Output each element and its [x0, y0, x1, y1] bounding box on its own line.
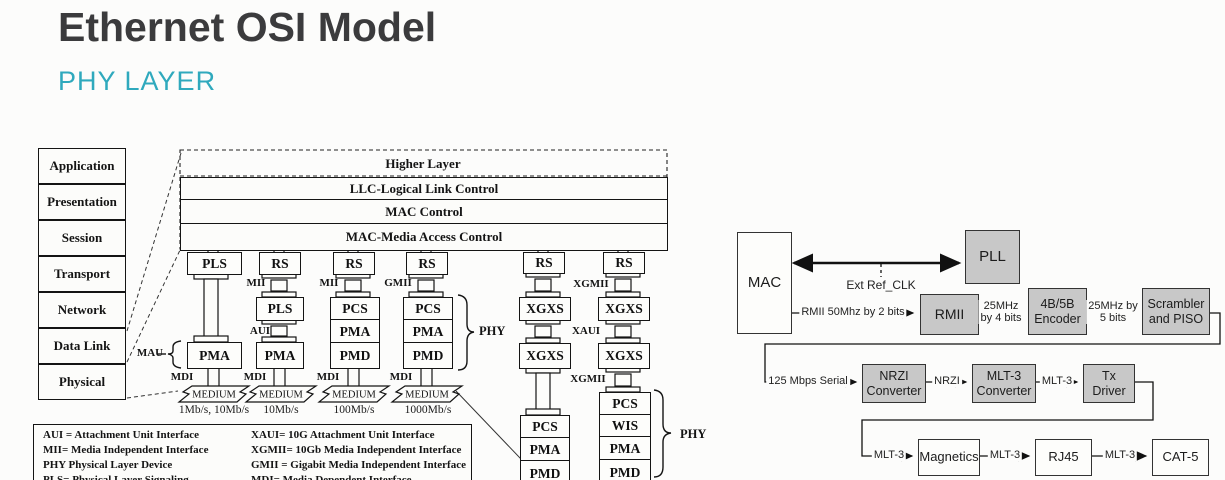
legend-right-4: MDI= Media Dependent Interface — [251, 474, 412, 480]
legend-right-3: GMII = Gigabit Media Independent Interfa… — [251, 459, 466, 471]
block-pcs-col3: PCS — [330, 297, 380, 321]
legend-box: AUI = Attachment Unit Interface MII= Med… — [33, 424, 472, 480]
osi-layer-physical: Physical — [38, 364, 126, 400]
label-mdi-col3: MDI — [316, 371, 340, 383]
block-pmd-col3: PMD — [330, 342, 380, 369]
medium-label-col2: MEDIUM — [259, 389, 303, 401]
flow-box-rmii: RMII — [920, 294, 979, 335]
block-pmd-col4: PMD — [403, 342, 453, 369]
legend-left-3: PHY Physical Layer Device — [43, 459, 173, 471]
label-phy-col6: PHY — [680, 427, 707, 441]
label-125mbps-serial: 125 Mbps Serial — [766, 375, 850, 388]
label-25mhz-4bits: 25MHz by 4 bits — [978, 300, 1024, 325]
band-higher-layer: Higher Layer — [385, 156, 461, 171]
band-mac-media: MAC-Media Access Control — [180, 223, 668, 251]
label-mii-col3: MII — [319, 277, 339, 289]
page-subtitle: PHY LAYER — [58, 66, 217, 96]
block-pma-col1: PMA — [187, 342, 242, 369]
speed-col2: 10Mb/s — [263, 404, 299, 416]
block-pcs-col5: PCS — [520, 415, 570, 439]
label-ext-ref-clk: Ext Ref_CLK — [846, 278, 916, 292]
block-wis-col6: WIS — [599, 414, 651, 438]
flow-box-mac: MAC — [737, 232, 792, 334]
legend-right-1: XAUI= 10G Attachment Unit Interface — [251, 429, 435, 441]
block-pma-col6: PMA — [599, 436, 651, 461]
block-pma-col4: PMA — [403, 319, 453, 344]
flow-box-rj45: RJ45 — [1035, 439, 1092, 476]
block-pma-col3: PMA — [330, 319, 380, 344]
medium-label-col1: MEDIUM — [192, 389, 236, 401]
osi-layer-network: Network — [38, 292, 126, 328]
legend-left-2: MII= Media Independent Interface — [43, 444, 209, 456]
flow-box-cat5: CAT-5 — [1152, 439, 1209, 476]
label-mdi-col2: MDI — [243, 371, 267, 383]
speed-col1: 1Mb/s, 10Mb/s — [178, 404, 250, 416]
block-pmd-col5: PMD — [520, 460, 570, 480]
flow-box-scrambler-piso: Scrambler and PISO — [1142, 288, 1210, 335]
block-rs-col6: RS — [603, 252, 645, 274]
label-gmii-col4: GMII — [384, 277, 412, 289]
legend-left-4: PLS= Physical Layer Signaling — [43, 474, 189, 480]
flow-box-magnetics: Magnetics — [918, 439, 980, 476]
flow-box-4b5b-encoder: 4B/5B Encoder — [1028, 288, 1087, 335]
flow-box-pll: PLL — [965, 230, 1020, 284]
label-rmii-50mhz: RMII 50Mhz by 2 bits — [799, 306, 907, 319]
block-xgxs2-col5: XGXS — [519, 343, 571, 369]
label-aui-col2: AUI — [249, 325, 271, 337]
label-mdi-col1: MDI — [170, 371, 194, 383]
label-mlt3-2: MLT-3 — [871, 449, 907, 462]
label-xgmii-lower: XGMII — [570, 373, 606, 385]
osi-layer-datalink: Data Link — [38, 328, 126, 364]
block-pcs-col6: PCS — [599, 392, 651, 416]
flow-box-nrzi-converter: NRZI Converter — [862, 364, 926, 403]
flow-box-mlt3-converter: MLT-3 Converter — [972, 364, 1036, 403]
page-title: Ethernet OSI Model — [58, 4, 437, 50]
medium-label-col3: MEDIUM — [332, 389, 376, 401]
label-mii-col2: MII — [246, 277, 266, 289]
osi-layer-session: Session — [38, 220, 126, 256]
label-phy-col4: PHY — [479, 324, 506, 338]
label-nrzi: NRZI — [932, 375, 962, 388]
label-xgmii-top: XGMII — [573, 278, 609, 290]
legend-right-2: XGMII= 10Gb Media Independent Interface — [251, 444, 462, 456]
block-pcs-col4: PCS — [403, 297, 453, 321]
block-rs-col5: RS — [523, 252, 565, 274]
label-25mhz-5bits: 25MHz by 5 bits — [1086, 300, 1140, 325]
legend-left-1: AUI = Attachment Unit Interface — [43, 429, 199, 441]
osi-layer-transport: Transport — [38, 256, 126, 292]
block-pls-col2: PLS — [256, 297, 304, 321]
osi-layer-presentation: Presentation — [38, 184, 126, 220]
zoom-cone-lines — [126, 152, 182, 399]
label-mlt3-4: MLT-3 — [1102, 449, 1138, 462]
block-pma-col5: PMA — [520, 437, 570, 462]
block-pls-col1: PLS — [187, 252, 242, 275]
block-rs-col4: RS — [406, 252, 448, 275]
block-rs-col3: RS — [333, 252, 375, 275]
label-mau: MAU — [136, 347, 164, 359]
label-mdi-col4: MDI — [389, 371, 413, 383]
flow-box-tx-driver: Tx Driver — [1083, 364, 1135, 403]
block-xgxs2-col6: XGXS — [598, 343, 650, 369]
medium-label-col4: MEDIUM — [405, 389, 449, 401]
label-xaui: XAUI — [571, 325, 601, 337]
osi-layer-application: Application — [38, 148, 126, 184]
block-rs-col2: RS — [259, 252, 301, 275]
block-xgxs1-col5: XGXS — [519, 297, 571, 321]
speed-col3: 100Mb/s — [333, 404, 375, 416]
block-pma-col2: PMA — [256, 342, 304, 369]
label-mlt3-1: MLT-3 — [1039, 375, 1075, 388]
block-pmd-col6: PMD — [599, 459, 651, 480]
block-xgxs1-col6: XGXS — [598, 297, 650, 321]
band-mac-control: MAC Control — [180, 199, 668, 225]
label-mlt3-3: MLT-3 — [987, 449, 1023, 462]
band-llc: LLC-Logical Link Control — [180, 177, 668, 201]
speed-col4: 1000Mb/s — [404, 404, 452, 416]
